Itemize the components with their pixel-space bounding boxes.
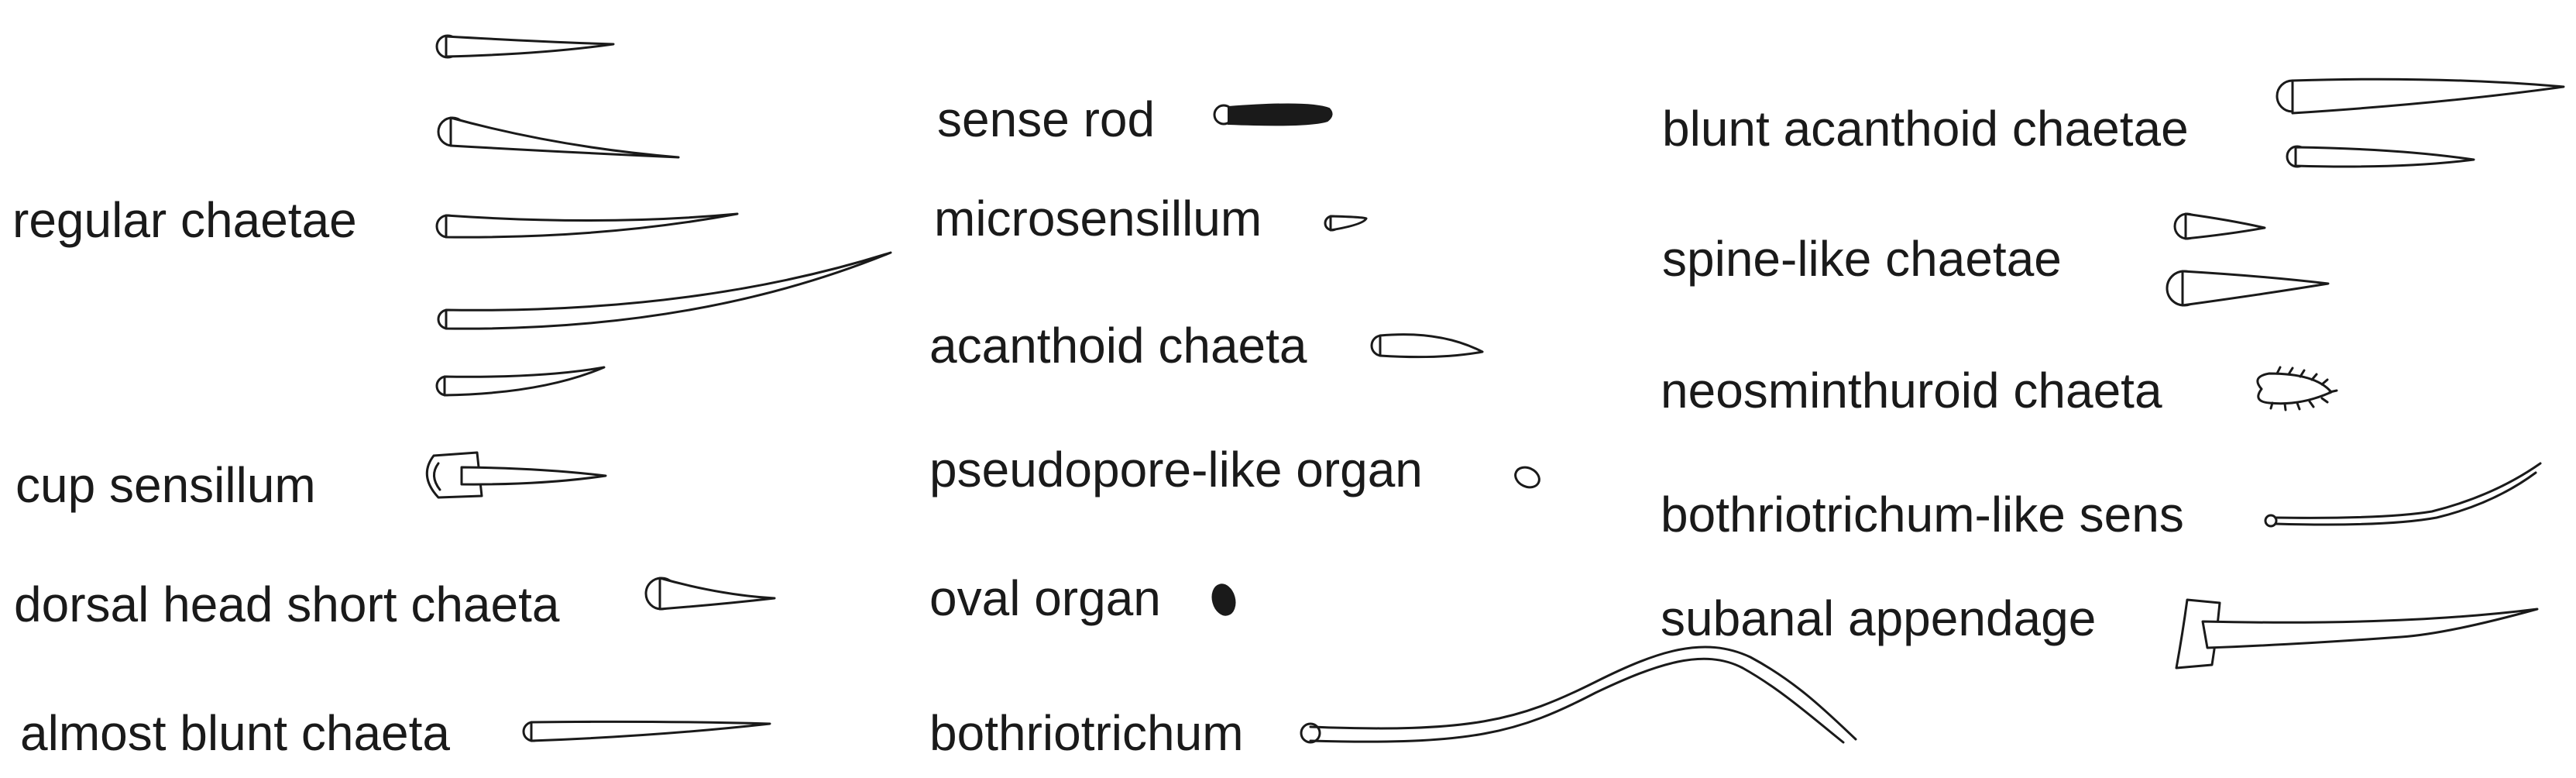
blunt-acanthoid-chaeta-1-icon <box>2275 77 2565 115</box>
label-spine-like-chaetae: spine-like chaetae <box>1662 231 2062 287</box>
cup-sensillum-icon <box>425 451 607 499</box>
pseudopore-like-organ-icon <box>1514 466 1540 489</box>
sense-rod-icon <box>1213 103 1333 126</box>
blunt-acanthoid-chaeta-2-icon <box>2286 145 2475 168</box>
label-almost-blunt-chaeta: almost blunt chaeta <box>20 705 450 761</box>
acanthoid-chaeta-icon <box>1370 333 1484 359</box>
subanal-appendage-icon <box>2175 598 2539 670</box>
microsensillum-icon <box>1324 215 1368 232</box>
regular-chaeta-1-icon <box>435 34 615 59</box>
regular-chaeta-2-icon <box>437 116 680 159</box>
label-sense-rod: sense rod <box>937 91 1156 147</box>
label-neosminthuroid-chaeta: neosminthuroid chaeta <box>1661 363 2162 418</box>
label-cup-sensillum: cup sensillum <box>15 457 316 513</box>
bothriotrichum-like-sens-icon <box>2264 462 2542 528</box>
label-subanal-appendage: subanal appendage <box>1661 590 2097 646</box>
label-bothriotrichum: bothriotrichum <box>929 705 1244 761</box>
regular-chaeta-5-icon <box>435 366 606 397</box>
almost-blunt-chaeta-icon <box>522 720 771 742</box>
label-dorsal-head-short-chaeta: dorsal head short chaeta <box>14 577 560 632</box>
label-oval-organ: oval organ <box>929 570 1161 626</box>
label-pseudopore-like-organ: pseudopore-like organ <box>929 442 1423 497</box>
label-regular-chaetae: regular chaetae <box>12 192 357 248</box>
regular-chaeta-3-icon <box>435 212 739 239</box>
label-bothriotrichum-like-sens: bothriotrichum-like sens <box>1661 487 2184 542</box>
spine-like-chaeta-2-icon <box>2166 270 2330 307</box>
label-acanthoid-chaeta: acanthoid chaeta <box>929 318 1307 374</box>
label-microsensillum: microsensillum <box>934 191 1262 246</box>
spine-like-chaeta-1-icon <box>2173 212 2266 240</box>
dorsal-head-short-chaeta-icon <box>644 577 776 611</box>
oval-organ-icon <box>1211 584 1236 616</box>
regular-chaeta-4-icon <box>437 251 892 330</box>
neosminthuroid-chaeta-icon <box>2256 366 2338 411</box>
bothriotrichum-icon <box>1300 645 1857 744</box>
label-blunt-acanthoid-chaetae: blunt acanthoid chaetae <box>1662 101 2189 157</box>
